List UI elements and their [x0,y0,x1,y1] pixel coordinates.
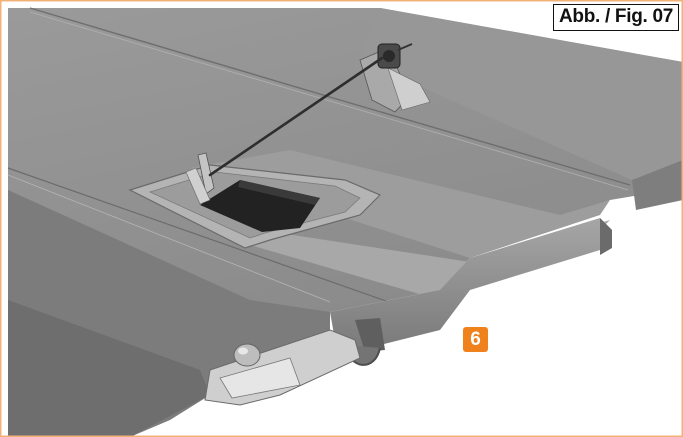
pushrod [208,56,384,177]
callout-number: 6 [463,327,488,352]
flap [330,218,612,350]
dowel-knob [233,343,261,367]
outer-wing-panel [360,8,683,198]
figure-label: Abb. / Fig. 07 [552,4,679,31]
servo-horn [197,152,215,195]
